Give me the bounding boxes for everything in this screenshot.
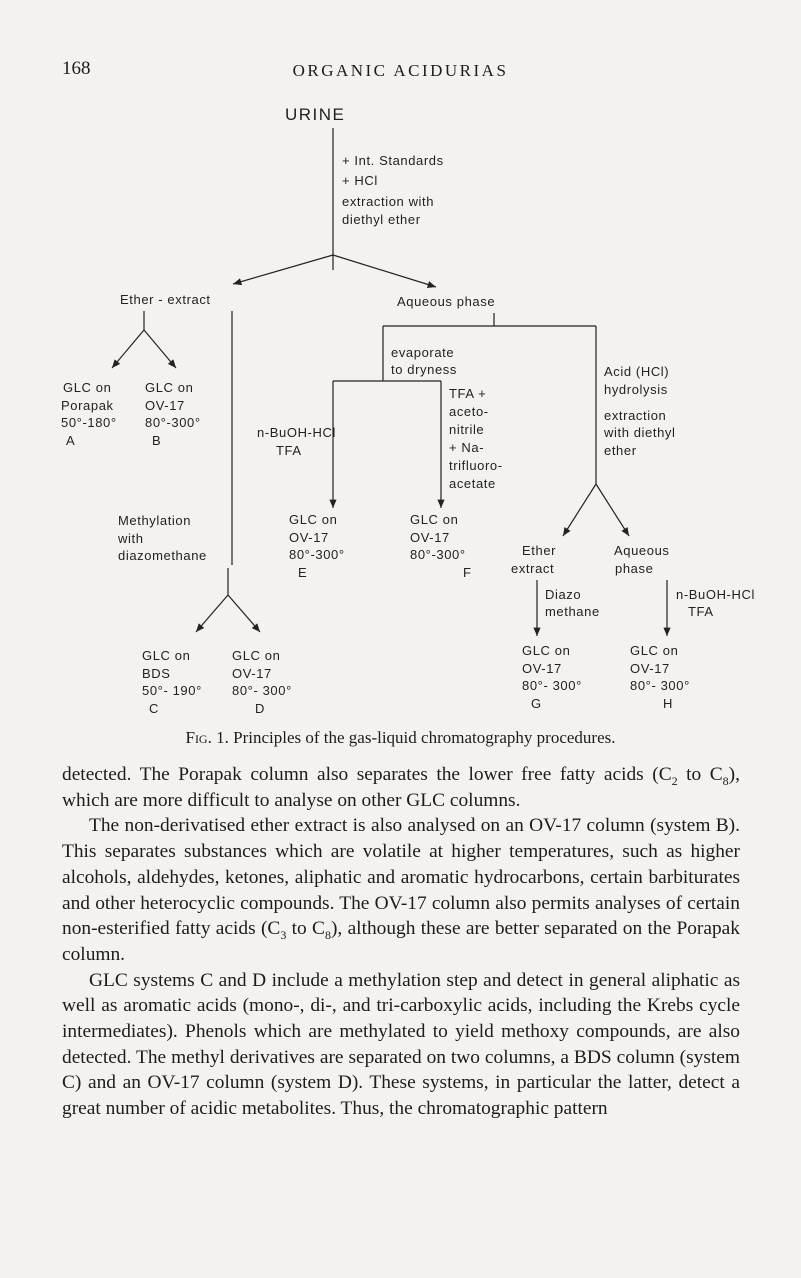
tfa-line1: TFA + [449,386,486,401]
page-number: 168 [62,58,91,79]
acid-line1: Acid (HCl) [604,364,669,379]
glc-d-line2: OV-17 [232,666,272,681]
glc-a-line3: 50°-180° [61,415,117,430]
glc-h-line2: OV-17 [630,661,670,676]
methylation-line2: with [117,531,144,546]
aqueous-phase-label: Aqueous phase [397,294,495,309]
running-head: ORGANIC ACIDURIAS [292,61,509,80]
tfa-line3: nitrile [449,422,484,437]
figure-caption: Fig. 1. Principles of the gas-liquid chr… [0,728,801,748]
paragraph-2: The non-derivatised ether extract is als… [62,815,740,965]
step-line-1: + Int. Standards [342,153,444,168]
tfa-line4: + Na- [449,440,484,455]
glc-f-line1: GLC on [410,512,458,527]
nbuoh2-line1: n-BuOH-HCl [676,587,755,602]
acid-left-arrow [562,483,597,537]
split-left-arrow [232,254,334,286]
ether-right-arrow [143,329,177,369]
glc-g-letter: G [531,696,542,711]
figure-label: Fig. 1. [185,728,229,747]
step-line-2: + HCl [342,173,378,188]
ether-extract2-line2: extract [511,561,554,576]
glc-a-line2: Porapak [61,398,114,413]
diazo-line1: Diazo [545,587,581,602]
glc-d-letter: D [255,701,265,716]
glc-h-letter: H [663,696,673,711]
glc-g-line2: OV-17 [522,661,562,676]
tfa-line5: trifluoro- [449,458,503,473]
urine-label: URINE [285,105,345,124]
figure-caption-text: Principles of the gas-liquid chromatogra… [233,728,616,747]
methylation-line3: diazomethane [118,548,207,563]
split-right-arrow [332,254,437,288]
acid-line4: with diethyl [603,425,676,440]
glc-d-line3: 80°- 300° [232,683,292,698]
step-line-3: extraction with [342,194,434,209]
glc-g-line1: GLC on [522,643,570,658]
glc-c-line2: BDS [142,666,171,681]
glc-a-letter: A [66,433,75,448]
acid-line5: ether [604,443,637,458]
nbuoh-line1: n-BuOH-HCl [257,425,336,440]
paragraph-1: detected. The Porapak column also separa… [62,764,740,811]
methylation-line1: Methylation [118,513,191,528]
aqueous2-line1: Aqueous [614,543,670,558]
evaporate-line1: evaporate [391,345,454,360]
flowchart-figure: URINE + Int. Standards + HCl extraction … [61,105,755,716]
ether-extract2-line1: Ether [522,543,556,558]
glc-e-line1: GLC on [289,512,337,527]
evaporate-line2: to dryness [391,362,457,377]
paragraph-3: GLC systems C and D include a methylatio… [62,969,740,1120]
glc-f-letter: F [463,565,472,580]
tfa-line6: acetate [449,476,496,491]
glc-e-letter: E [298,565,307,580]
glc-e-line3: 80°-300° [289,547,345,562]
glc-c-line3: 50°- 190° [142,683,202,698]
nbuoh2-line2: TFA [688,604,714,619]
aqueous2-line2: phase [615,561,653,576]
glc-e-line2: OV-17 [289,530,329,545]
step-line-4: diethyl ether [342,212,421,227]
glc-f-line3: 80°-300° [410,547,466,562]
glc-b-line2: OV-17 [145,398,185,413]
ether-left-arrow [111,329,145,369]
acid-line3: extraction [604,408,666,423]
glc-h-line3: 80°- 300° [630,678,690,693]
glc-g-line3: 80°- 300° [522,678,582,693]
methylation-right-arrow [227,594,261,633]
acid-line2: hydrolysis [604,382,668,397]
methylation-left-arrow [195,594,229,633]
ether-extract-label: Ether - extract [120,292,211,307]
acid-right-arrow [595,483,630,537]
glc-b-line1: GLC on [145,380,193,395]
tfa-line2: aceto- [449,404,489,419]
glc-f-line2: OV-17 [410,530,450,545]
body-text: detected. The Porapak column also separa… [62,762,740,1122]
nbuoh-line2: TFA [276,443,302,458]
glc-b-letter: B [152,433,161,448]
glc-d-line1: GLC on [232,648,280,663]
glc-h-line1: GLC on [630,643,678,658]
glc-c-line1: GLC on [142,648,190,663]
glc-c-letter: C [149,701,159,716]
glc-b-line3: 80°-300° [145,415,201,430]
glc-a-line1: GLC on [63,380,111,395]
diazo-line2: methane [545,604,600,619]
